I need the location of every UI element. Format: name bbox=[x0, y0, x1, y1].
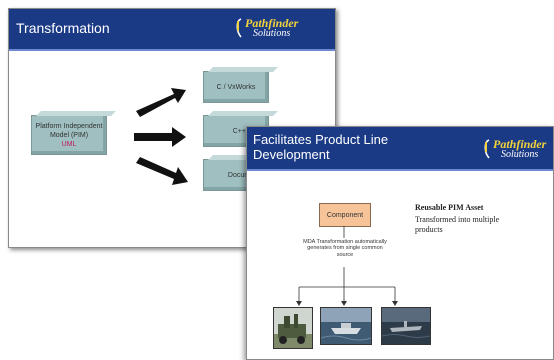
asset-title: Reusable PIM Asset bbox=[415, 203, 484, 212]
seaplane-photo bbox=[381, 307, 431, 345]
arrow-right-icon bbox=[134, 127, 186, 147]
pim-box: Platform Independent Model (PIM) UML bbox=[31, 111, 116, 155]
slide-title: Transformation bbox=[16, 20, 110, 36]
component-box: Component bbox=[319, 203, 371, 227]
component-connectors bbox=[296, 226, 398, 306]
pathfinder-logo: Pathfinder Solutions bbox=[493, 137, 547, 160]
boat-photo bbox=[320, 307, 372, 345]
target-box-c-vxworks: C / VxWorks bbox=[203, 67, 278, 103]
military-vehicle-photo bbox=[273, 307, 313, 349]
pathfinder-logo-icon bbox=[484, 139, 490, 159]
slide-header: Transformation Pathfinder Solutions bbox=[9, 9, 335, 51]
pathfinder-logo-icon bbox=[236, 18, 242, 38]
pathfinder-logo: Pathfinder Solutions bbox=[245, 16, 299, 39]
asset-subtitle: Transformed into multiple products bbox=[415, 215, 500, 234]
slide-product-line: Facilitates Product Line Development Pat… bbox=[246, 126, 554, 360]
mda-transformation-text: MDA Transformation automatically generat… bbox=[303, 239, 387, 258]
slide-title: Facilitates Product Line Development bbox=[253, 132, 389, 162]
transformation-arrows bbox=[134, 88, 188, 185]
slide-header: Facilitates Product Line Development Pat… bbox=[247, 127, 553, 171]
arrow-down-icon bbox=[136, 157, 188, 185]
uml-label: UML bbox=[61, 140, 77, 148]
arrow-up-icon bbox=[136, 88, 186, 117]
